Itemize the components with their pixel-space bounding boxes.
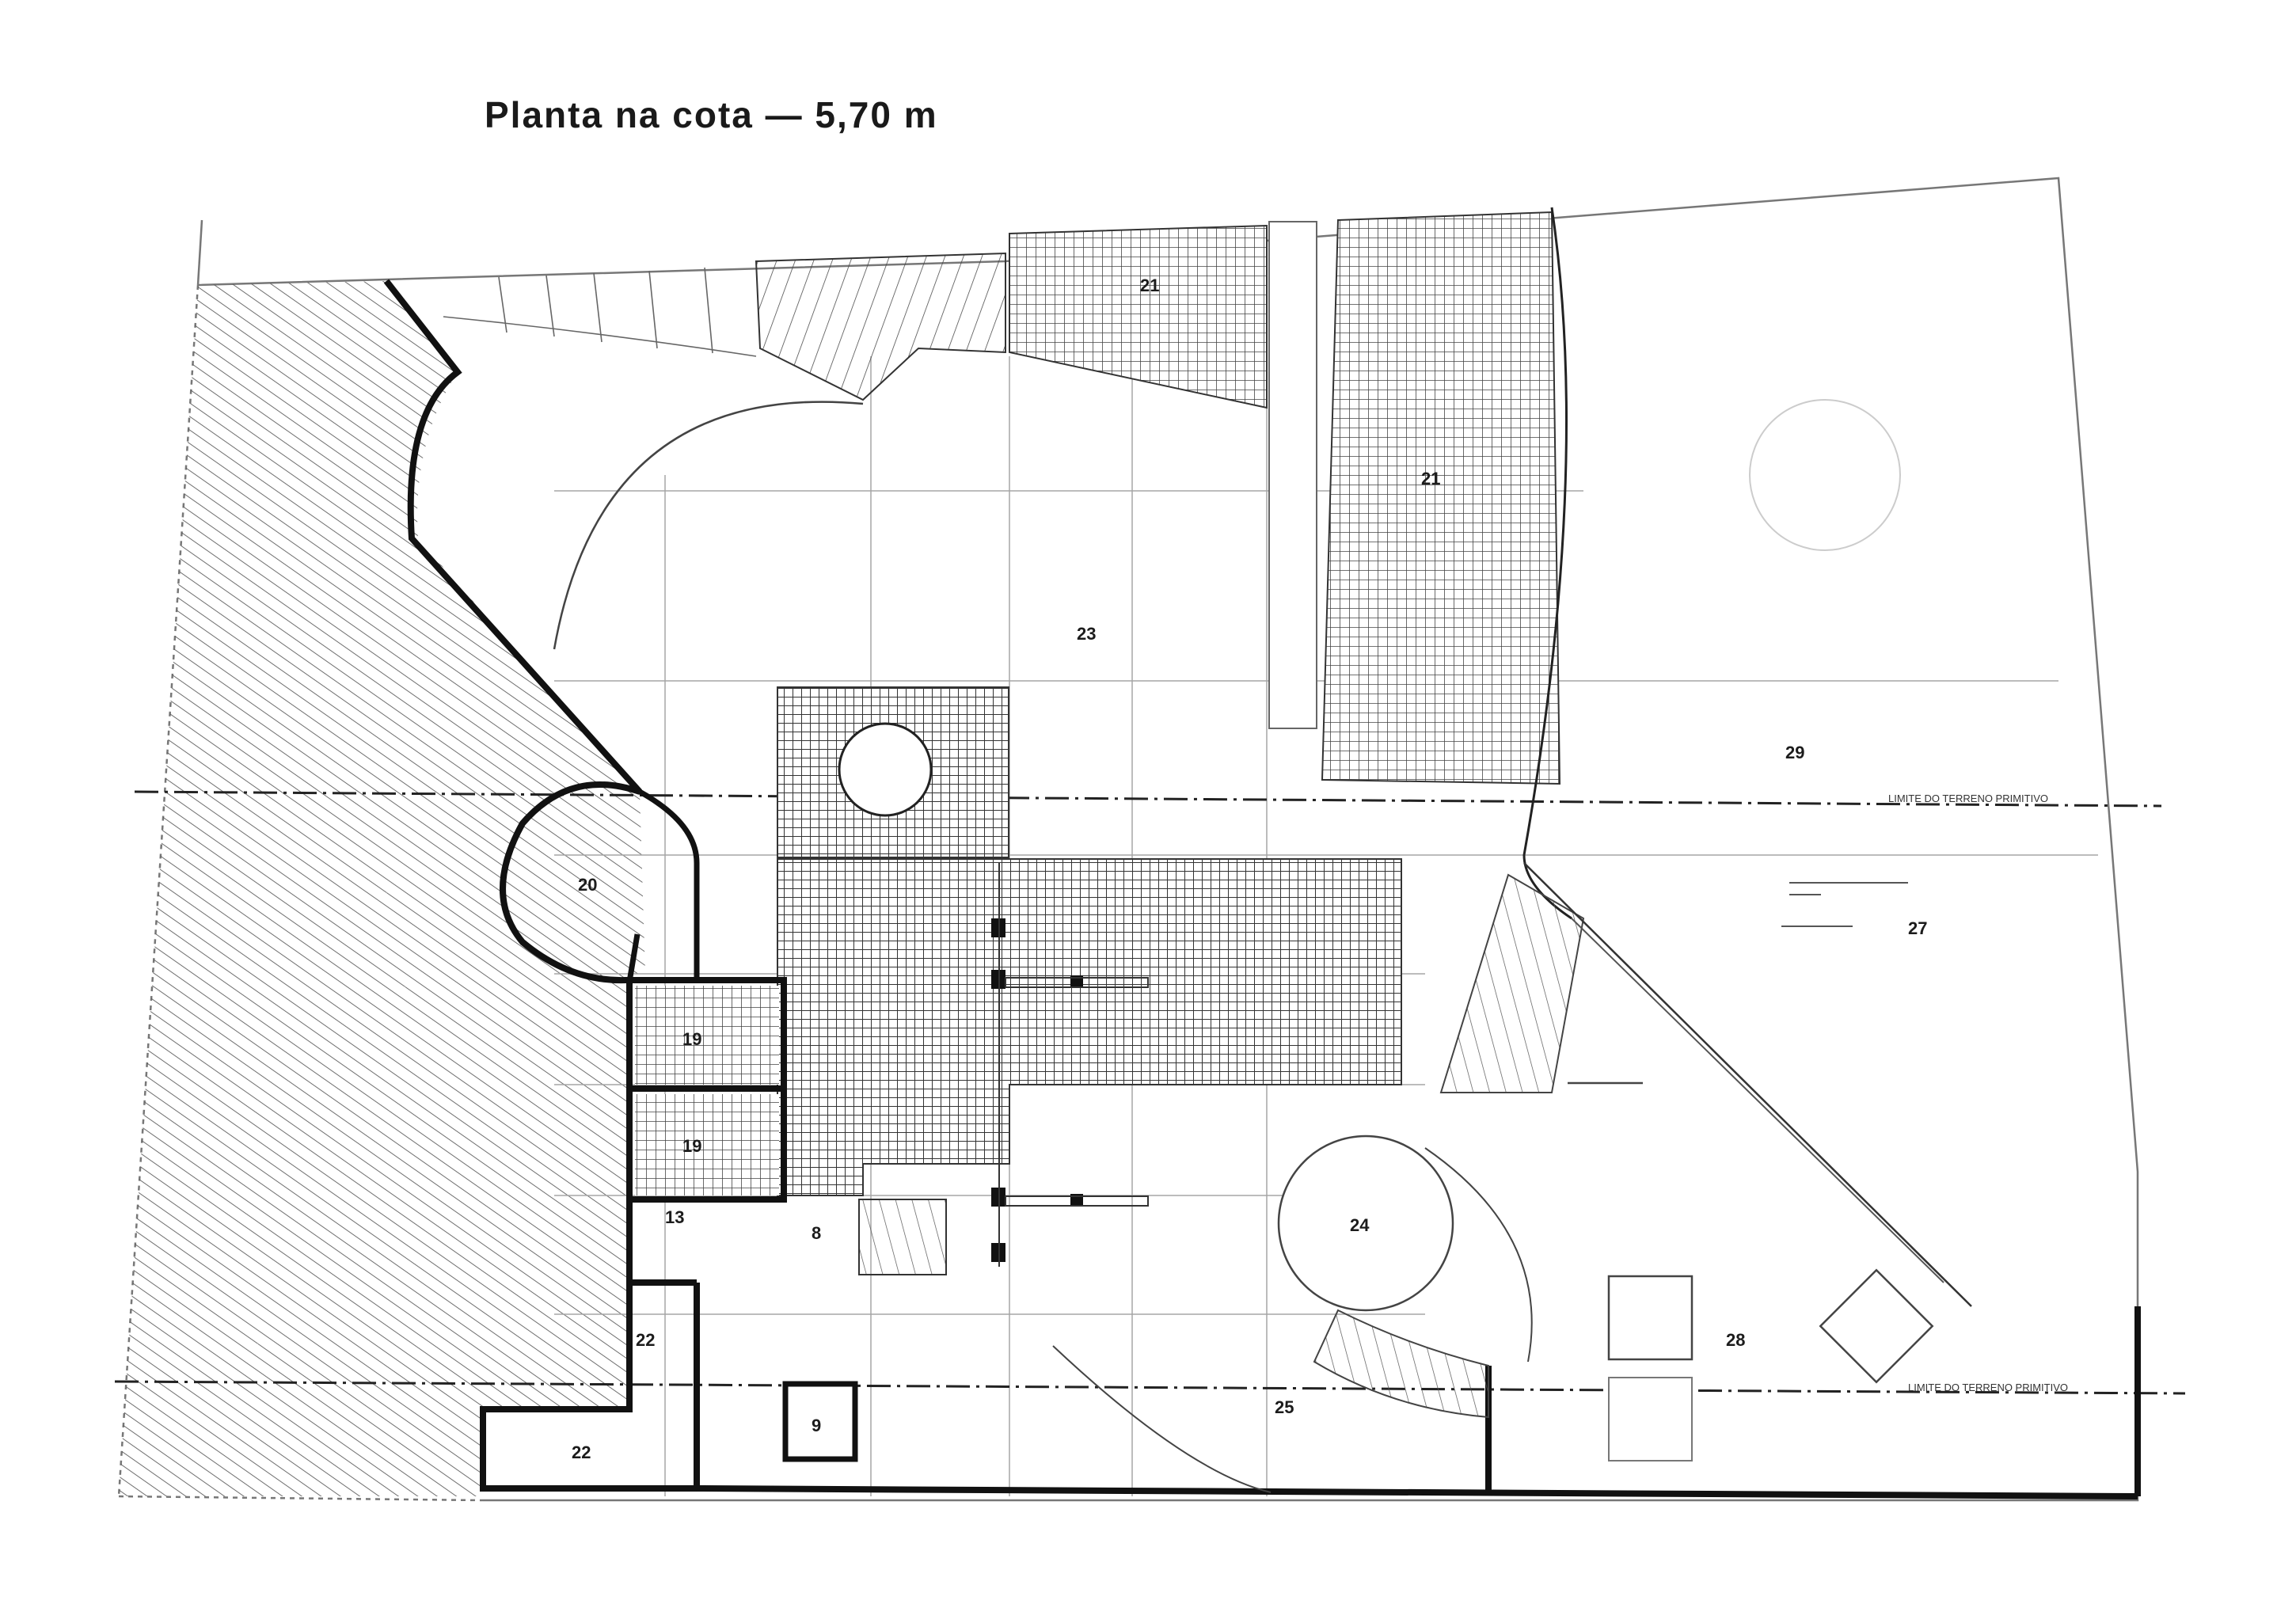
interior-stair — [858, 1199, 947, 1275]
curved-terrace-edge — [1522, 207, 1572, 920]
beam-lines — [998, 863, 1149, 1267]
label-21-top: 21 — [1140, 276, 1159, 295]
right-stair-flight — [1439, 873, 1585, 1093]
label-8: 8 — [812, 1223, 821, 1243]
upper-limit-label: LIMITE DO TERRENO PRIMITIVO — [1888, 792, 2048, 804]
diagonal-ramp-edge — [1523, 862, 1972, 1307]
main-curved-wall — [383, 279, 642, 794]
label-27: 27 — [1908, 918, 1927, 938]
label-22-lower: 22 — [572, 1442, 591, 1462]
area-21-right — [1321, 211, 1561, 785]
label-28: 28 — [1726, 1330, 1745, 1350]
label-24: 24 — [1350, 1215, 1370, 1235]
faint-circle-29 — [1749, 399, 1901, 551]
lower-sweep-line — [1052, 1345, 1272, 1493]
room-20-wall — [500, 781, 641, 984]
lower-limit-label: LIMITE DO TERRENO PRIMITIVO — [1908, 1382, 2068, 1393]
walkway — [1268, 221, 1317, 729]
amphitheatre-curve — [553, 401, 864, 650]
diagonal-ramp-inner — [1571, 918, 1944, 1283]
courtyard-main-grid — [777, 858, 1402, 1196]
room-20-right-wall — [638, 789, 700, 980]
label-13: 13 — [665, 1207, 684, 1227]
round-planter — [838, 722, 933, 817]
terrain-limit-lines — [114, 790, 2186, 1395]
label-22-upper: 22 — [636, 1330, 655, 1350]
label-9: 9 — [812, 1416, 821, 1435]
planter-square-upper — [1607, 1275, 1693, 1361]
label-23: 23 — [1077, 624, 1096, 644]
room-25-steps — [1313, 1309, 1489, 1419]
plan-title: Planta na cota — 5,70 m — [485, 94, 938, 135]
area-21-top — [1009, 224, 1268, 409]
room-24-circle — [1277, 1135, 1454, 1312]
room-9-box — [782, 1381, 858, 1462]
room-19a-fill — [635, 986, 779, 1085]
marks-27 — [1781, 882, 1908, 927]
planter-square-lower — [1608, 1377, 1693, 1461]
label-19-upper: 19 — [682, 1029, 701, 1049]
room-24-outer-arc — [1424, 1147, 1533, 1363]
label-29: 29 — [1785, 743, 1804, 762]
earth-hatch — [119, 281, 645, 1496]
label-19-lower: 19 — [682, 1136, 701, 1156]
service-block — [480, 977, 787, 1492]
room-20-door-jamb — [626, 933, 641, 983]
label-25: 25 — [1275, 1397, 1294, 1417]
planter-diamond — [1819, 1268, 1934, 1384]
room-19b-fill — [635, 1094, 779, 1195]
step-arc-lines — [443, 267, 757, 357]
upper-steps — [755, 252, 1006, 401]
label-21-right: 21 — [1421, 469, 1440, 488]
label-20: 20 — [578, 875, 597, 895]
